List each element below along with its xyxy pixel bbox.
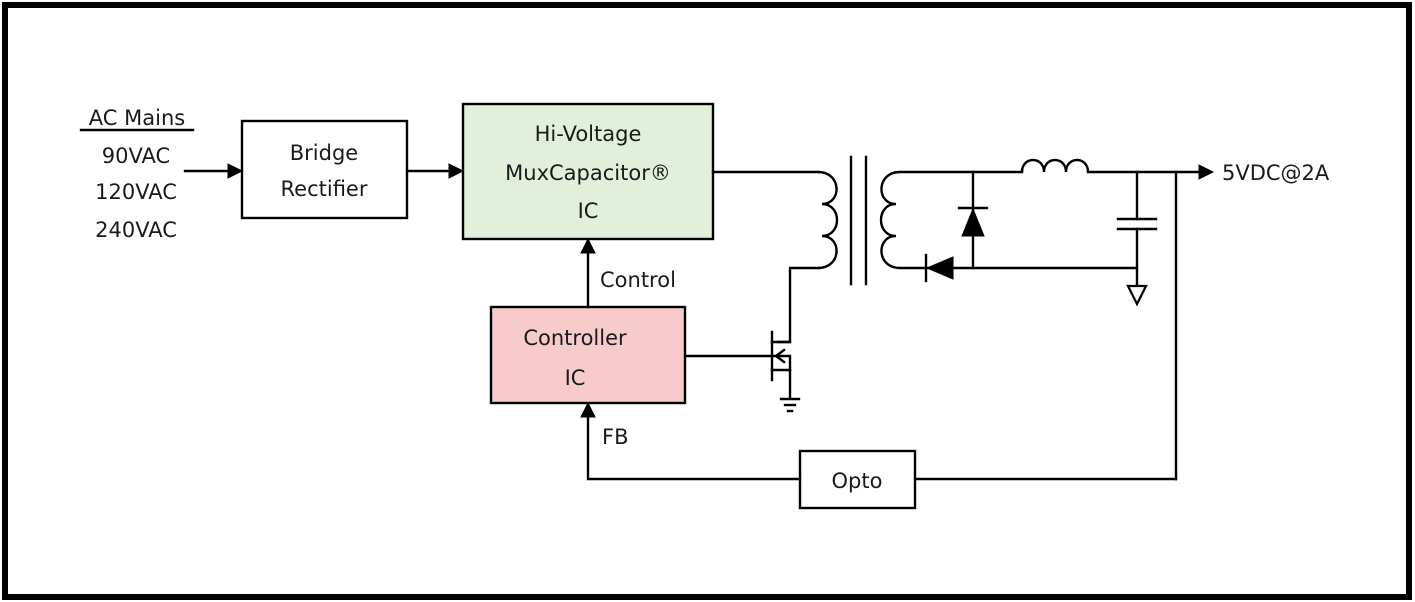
mosfet-switch: [770, 330, 801, 413]
transformer-secondary-winding-icon: [879, 170, 901, 270]
bridge-rectifier-box: [240, 119, 409, 220]
opto-label: Opto: [832, 469, 883, 493]
arrowhead-icon: [1198, 164, 1215, 180]
muxcap-label-line2: MuxCapacitor®: [505, 161, 671, 185]
arrowhead-icon: [580, 401, 596, 418]
voltage-240vac: 240VAC: [95, 218, 177, 242]
controller-label-line1: Controller: [523, 326, 627, 350]
bridge-label-line2: Rectifier: [281, 177, 368, 201]
controller-ic-block: Controller IC: [489, 305, 687, 405]
ac-mains-heading: AC Mains: [89, 106, 185, 130]
arrowhead-icon: [448, 163, 465, 179]
rectifier-diode-icon: [961, 207, 985, 237]
muxcap-ic-block: Hi-Voltage MuxCapacitor® IC: [461, 102, 715, 241]
muxcap-label-line3: IC: [578, 199, 599, 223]
fb-label: FB: [602, 425, 629, 449]
output-label: 5VDC@2A: [1222, 161, 1330, 185]
bridge-rectifier-block: Bridge Rectifier: [240, 119, 409, 220]
arrowhead-icon: [227, 163, 244, 179]
opto-block: Opto: [798, 449, 917, 510]
bridge-label-line1: Bridge: [290, 141, 358, 165]
transformer: [817, 155, 901, 286]
wire-opto-to-fb: [586, 414, 802, 481]
muxcap-label-line1: Hi-Voltage: [535, 122, 642, 146]
muxcap-ic-box: [461, 102, 715, 241]
controller-label-line2: IC: [565, 366, 586, 390]
mosfet-source-link: [770, 354, 792, 372]
voltage-90vac: 90VAC: [102, 144, 170, 168]
transformer-primary-winding-icon: [817, 170, 839, 270]
freewheel-diode-icon: [925, 256, 954, 280]
mosfet-arrow-icon: [774, 348, 786, 364]
secondary-ground-icon: [1126, 284, 1148, 307]
opto-box: [798, 449, 917, 510]
ac-mains-input: AC Mains 90VAC 120VAC 240VAC: [79, 106, 195, 242]
control-label: Control: [600, 268, 676, 292]
controller-ic-box: [489, 305, 687, 405]
arrowhead-icon: [580, 237, 596, 254]
output-inductor-icon: [1020, 158, 1090, 173]
voltage-120vac: 120VAC: [95, 180, 177, 204]
